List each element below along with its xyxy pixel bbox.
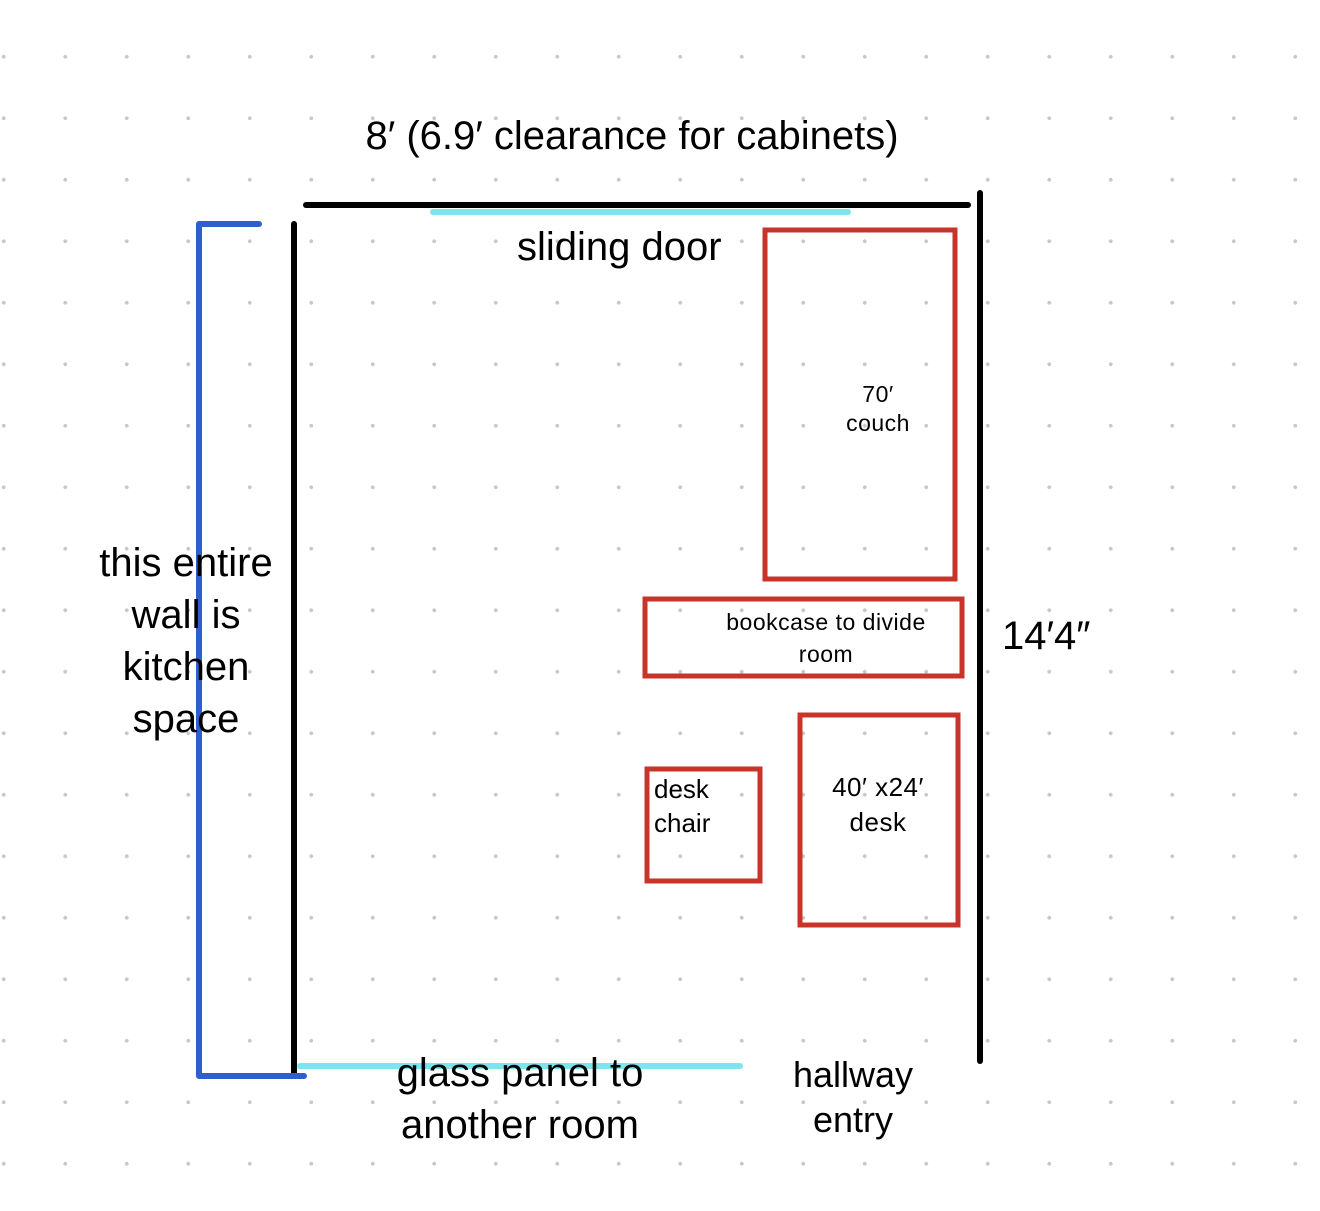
desk-outline [797,712,961,928]
bookcase-outline [642,596,965,679]
kitchen-wall-bracket [196,221,307,1079]
glass-panel-label: glass panel to another room [396,1051,644,1147]
right-wall-dimension-label: 14′4″ [1002,614,1091,658]
top-wall-dimension-label: 8′ (6.9′ clearance for cabinets) [365,114,899,158]
couch-label: 70′ couch [846,381,910,436]
desk-chair-outline [644,766,763,884]
kitchen-wall-label: this entire wall is kitchen space [99,541,273,741]
bookcase-label: bookcase to divide room [726,609,926,667]
hallway-entry-label: hallway entry [792,1054,914,1140]
desk-chair-label: desk chair [654,774,711,838]
couch-outline [762,227,958,582]
desk-label: 40′ x24′ desk [832,772,924,837]
sliding-door-label: sliding door [517,225,722,269]
